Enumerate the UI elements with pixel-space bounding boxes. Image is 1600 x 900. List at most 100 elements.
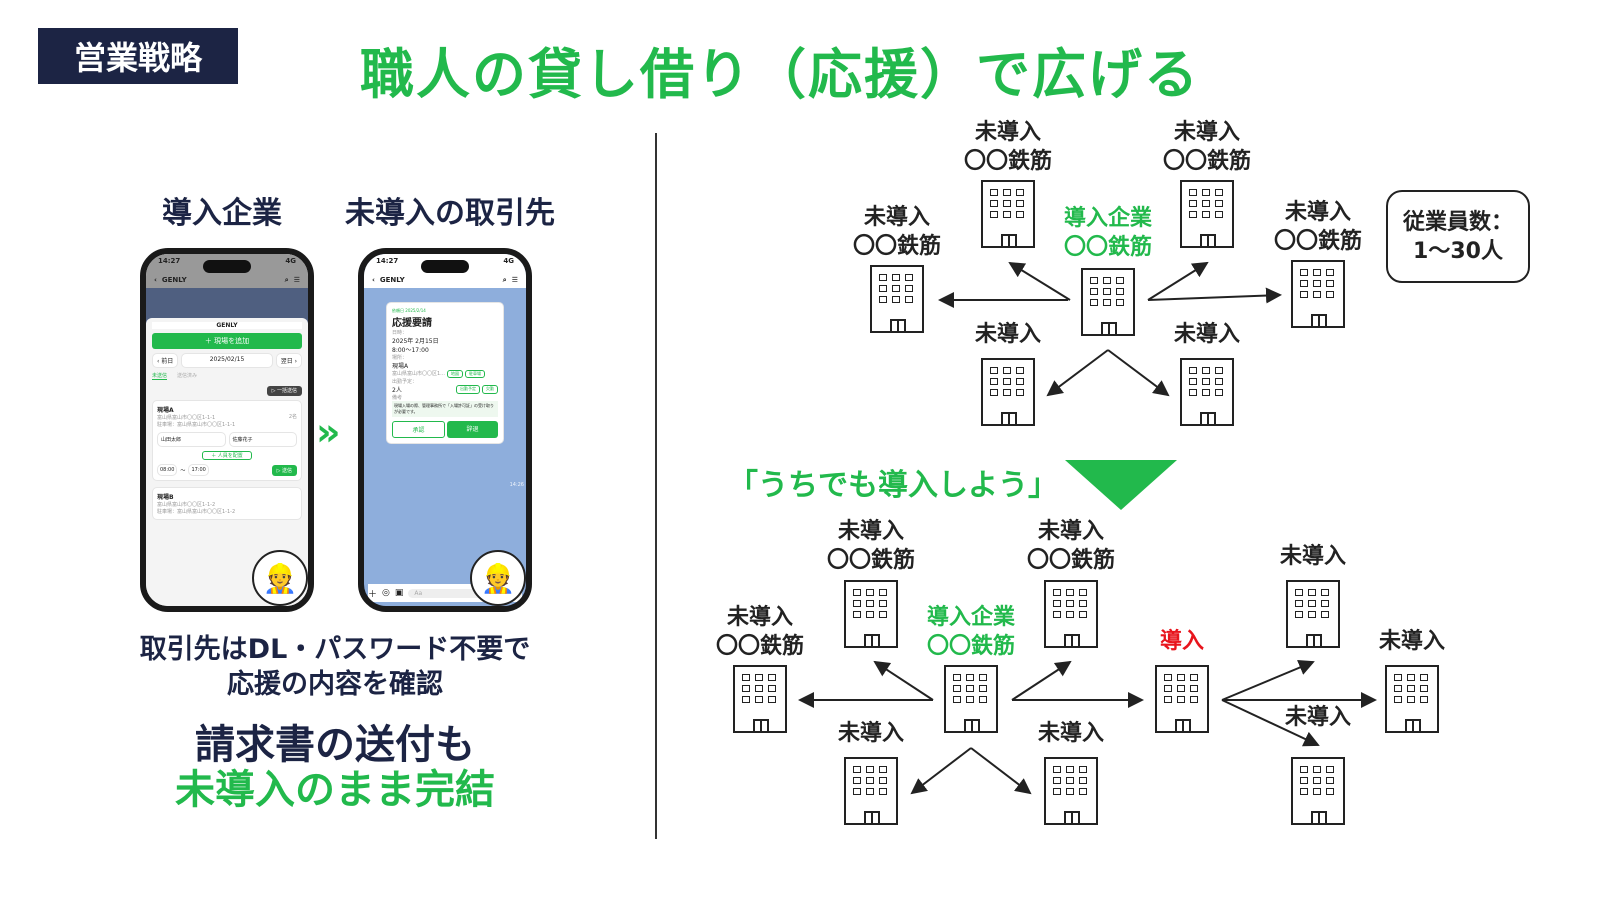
parking-button[interactable]: 駐車場	[464, 370, 485, 378]
absent-button[interactable]: 欠勤	[482, 385, 498, 394]
tab-unsent[interactable]: 未送信	[152, 373, 168, 380]
building-icon	[944, 665, 998, 733]
notch	[421, 260, 469, 273]
label-non-adopter: 未導入	[1037, 721, 1105, 746]
approve-button[interactable]: 承認	[392, 421, 445, 438]
request-message-card: 依頼日 2025/2/14 応援要請 日時： 2025年 2月15日 8:00〜…	[386, 302, 504, 444]
site-address: 富山県富山市〇〇区1-1-1	[157, 415, 216, 421]
caption-complete: 未導入のまま完結	[175, 767, 495, 813]
datetime-label: 日時：	[392, 330, 408, 336]
worker-avatar-icon: 👷	[470, 550, 526, 606]
arrow	[1107, 349, 1170, 397]
bulk-send-button[interactable]: ▷ 一括送信	[266, 386, 302, 396]
chevron-right-icon: »	[316, 410, 341, 454]
down-triangle-icon	[1065, 460, 1177, 510]
label-non-adopter: 未導入〇〇鉄筋	[715, 605, 805, 659]
building-icon	[870, 265, 924, 333]
site-name: 現場B	[157, 494, 174, 501]
arrow	[1147, 261, 1209, 301]
prev-day-button[interactable]: ‹ 前日	[152, 353, 179, 368]
camera-icon[interactable]: ◎	[382, 588, 390, 598]
arrow	[1011, 660, 1072, 701]
building-icon	[981, 358, 1035, 426]
building-icon	[1180, 358, 1234, 426]
caption-main: 取引先はDL・パスワード不要で 応援の内容を確認	[55, 632, 615, 702]
arrow	[970, 747, 1032, 795]
label-non-adopter: 未導入	[837, 721, 905, 746]
note-text: 現場入場の際、管理事務所で「入場許可証」の受け取りが必要です。	[392, 401, 498, 417]
search-icon[interactable]: ⌕	[502, 275, 507, 284]
menu-icon[interactable]: ☰	[293, 276, 300, 284]
worker-chip[interactable]: 山田太郎	[157, 432, 226, 447]
building-icon	[1180, 180, 1234, 248]
image-icon[interactable]: ▣	[394, 588, 404, 598]
site-address: 富山県富山市〇〇区1-1-2	[157, 502, 216, 508]
building-icon	[1081, 268, 1135, 336]
search-icon[interactable]: ⌕	[284, 275, 289, 284]
note-label: 備考	[392, 395, 403, 401]
building-icon	[1044, 580, 1098, 648]
label-adopter-company: 導入企業〇〇鉄筋	[1063, 206, 1153, 260]
label-non-adopter: 未導入	[1279, 544, 1347, 569]
plus-icon[interactable]: ＋	[368, 589, 378, 600]
label-non-adopter: 未導入〇〇鉄筋	[852, 205, 942, 259]
place-address: 富山県富山市〇〇区1...	[392, 371, 445, 377]
label-non-adopter: 未導入	[1173, 322, 1241, 347]
section-badge: 営業戦略	[38, 28, 238, 84]
building-icon	[981, 180, 1035, 248]
status-signal: 4G	[503, 257, 514, 265]
arrow	[1008, 261, 1071, 301]
label-non-adopter: 未導入〇〇鉄筋	[1273, 200, 1363, 254]
site-card-a: 現場A 2名 富山県富山市〇〇区1-1-1 駐車場：富山県富山市〇〇区1-1-1…	[152, 400, 302, 481]
building-icon	[844, 757, 898, 825]
app-name: GENLY	[161, 276, 187, 284]
label-adopter-company: 導入企業〇〇鉄筋	[926, 605, 1016, 659]
plan-value: 2人	[392, 387, 402, 394]
arrow	[910, 747, 972, 795]
back-icon[interactable]: ‹	[372, 276, 375, 284]
send-button[interactable]: ▷ 送信	[271, 464, 297, 476]
status-time: 14:27	[158, 257, 181, 265]
building-icon	[1291, 260, 1345, 328]
site-parking: 駐車場：富山県富山市〇〇区1-1-2	[157, 509, 236, 515]
label-non-adopter: 未導入〇〇鉄筋	[1162, 120, 1252, 174]
message-input[interactable]: Aa	[408, 588, 522, 598]
back-icon[interactable]: ‹	[154, 276, 157, 284]
notch	[203, 260, 251, 273]
building-icon	[733, 665, 787, 733]
menu-icon[interactable]: ☰	[511, 276, 518, 284]
map-button[interactable]: 地図	[446, 370, 463, 378]
decline-button[interactable]: 辞退	[447, 421, 498, 438]
site-name: 現場A	[157, 407, 174, 414]
label-non-adopter: 未導入	[1378, 629, 1446, 654]
message-timestamp: 14:26	[509, 482, 524, 488]
building-icon	[1155, 665, 1209, 733]
arrow	[1221, 660, 1315, 701]
end-time[interactable]: 17:00	[188, 464, 209, 476]
slogan: 「うちでも導入しよう」	[728, 468, 1058, 503]
worker-count: 2名	[288, 414, 297, 420]
tab-sent[interactable]: 送信済み	[177, 373, 198, 379]
assign-button[interactable]: ＋ 人員を配置	[202, 451, 252, 460]
worker-chip[interactable]: 佐藤花子	[228, 432, 297, 447]
sheet-title: GENLY	[152, 322, 302, 329]
label-non-adopter: 未導入	[1284, 705, 1352, 730]
label-new-adopter: 導入	[1159, 629, 1205, 654]
next-day-button[interactable]: 翌日 ›	[275, 353, 302, 368]
place-label: 場所：	[392, 355, 408, 361]
site-parking: 駐車場：富山県富山市〇〇区1-1-1	[157, 422, 236, 428]
add-site-button[interactable]: ＋ 現場を追加	[152, 333, 302, 349]
caption-line: 応援の内容を確認	[227, 669, 443, 700]
request-date-value: 2025年 2月15日	[392, 338, 439, 345]
caption-line: 取引先はDL・パスワード不要で	[139, 634, 531, 665]
request-date: 依頼日 2025/2/14	[392, 308, 426, 313]
label-non-adopter: 未導入〇〇鉄筋	[826, 519, 916, 573]
plan-button[interactable]: 出勤予定	[456, 385, 480, 394]
status-time: 14:27	[376, 257, 399, 265]
start-time[interactable]: 08:00	[157, 464, 178, 476]
label-non-adopter: 未導入〇〇鉄筋	[963, 120, 1053, 174]
plan-label: 出勤予定：	[392, 379, 418, 385]
label-non-adopter: 未導入〇〇鉄筋	[1026, 519, 1116, 573]
date-input[interactable]: 2025/02/15	[181, 353, 273, 368]
